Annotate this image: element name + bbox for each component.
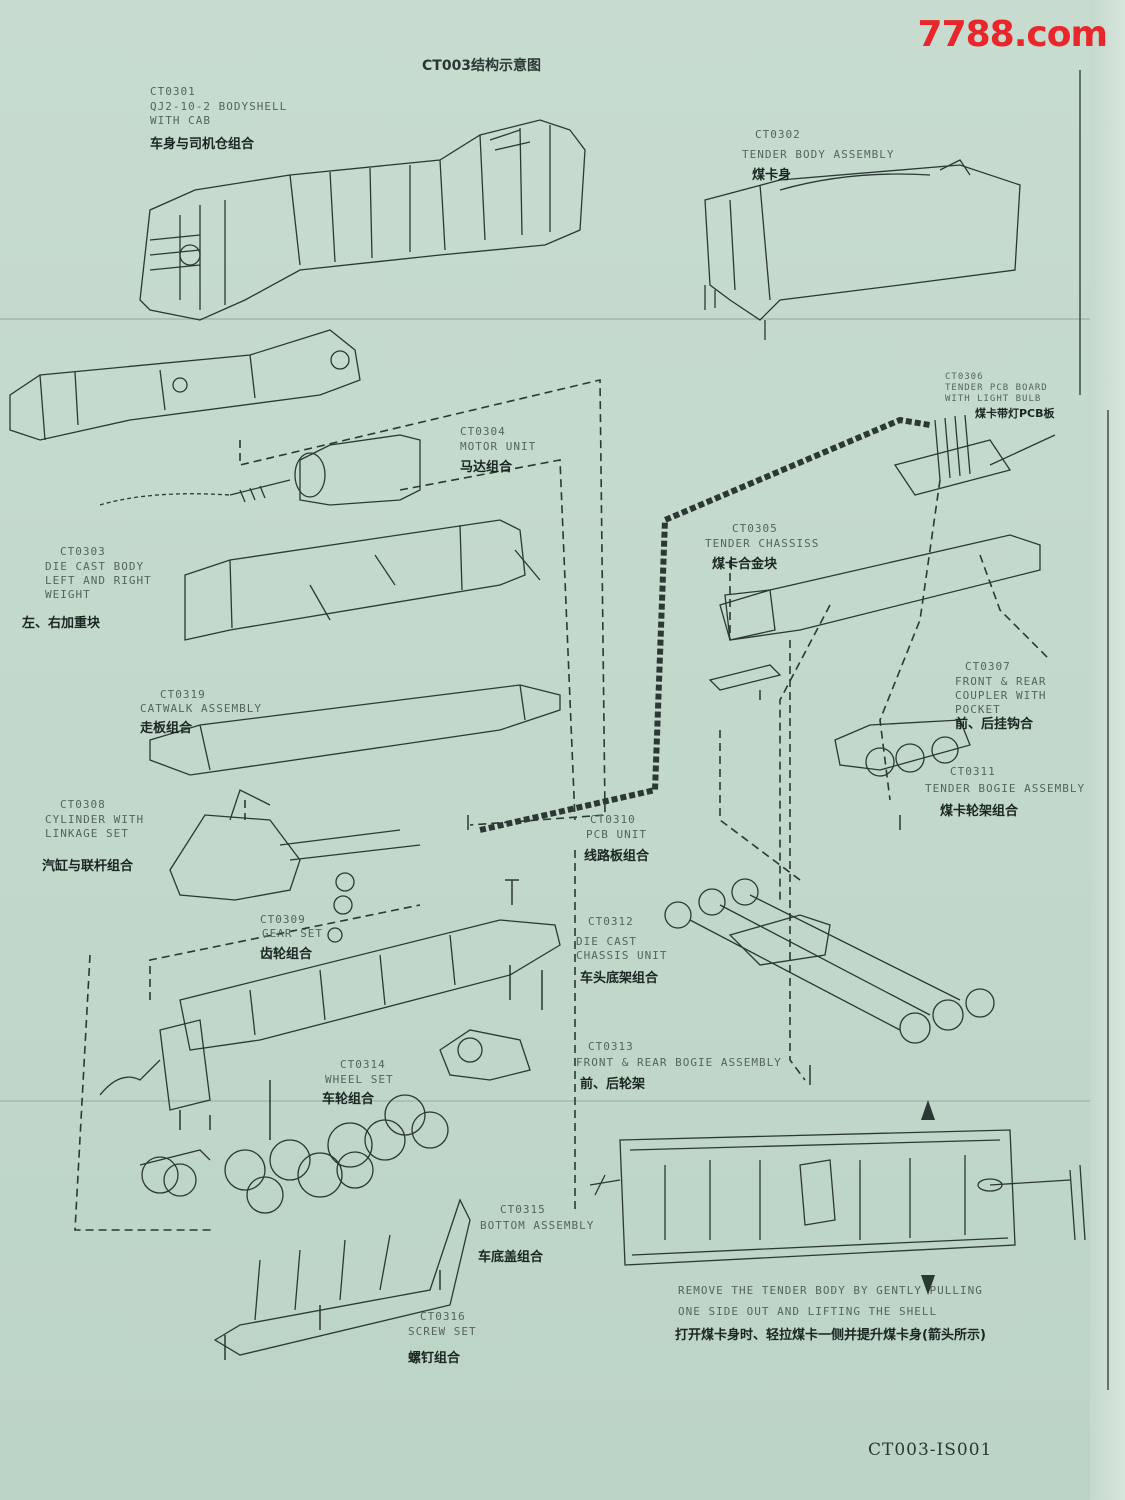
- cylinder-linkage-drawing: [169, 789, 421, 943]
- chassis-unit-drawing: [99, 919, 561, 1111]
- part-en-ct0310: PCB UNIT: [586, 828, 647, 841]
- part-en-ct0315: BOTTOM ASSEMBLY: [480, 1219, 595, 1232]
- part-en-ct0304: MOTOR UNIT: [460, 440, 537, 453]
- part-cn-ct0301: 车身与司机仓组合: [150, 137, 255, 152]
- part-en-ct0302: TENDER BODY ASSEMBLY: [742, 148, 895, 161]
- part-code-ct0315: CT0315: [500, 1203, 546, 1216]
- part-en-ct0306: TENDER PCB BOARD WITH LIGHT BULB: [945, 383, 1048, 404]
- part-cn-ct0306: 煤卡带灯PCB板: [975, 407, 1055, 420]
- part-code-ct0306: CT0306: [945, 372, 984, 382]
- front-bogie-drawing: [139, 1149, 211, 1197]
- bottom-assembly-drawing: [213, 1198, 471, 1356]
- part-code-ct0302: CT0302: [755, 128, 801, 141]
- part-code-ct0311: CT0311: [950, 765, 996, 778]
- part-en-ct0312: DIE CAST CHASSIS UNIT: [576, 935, 668, 962]
- part-en-ct0313: FRONT & REAR BOGIE ASSEMBLY: [576, 1056, 782, 1069]
- part-cn-ct0303: 左、右加重块: [22, 616, 101, 631]
- part-code-ct0303: CT0303: [60, 545, 106, 558]
- die-cast-weight-drawing: [9, 329, 361, 441]
- part-en-ct0311: TENDER BOGIE ASSEMBLY: [925, 782, 1086, 795]
- part-cn-ct0315: 车底盖组合: [478, 1250, 544, 1265]
- part-en-ct0307: FRONT & REAR COUPLER WITH POCKET: [955, 675, 1047, 716]
- part-cn-ct0314: 车轮组合: [322, 1092, 375, 1107]
- tender-pcb-drawing: [893, 414, 1056, 496]
- part-code-ct0312: CT0312: [588, 915, 634, 928]
- paper-fold-line-lower: [0, 1100, 1125, 1102]
- die-cast-body-drawing: [184, 519, 541, 641]
- guide-line: [239, 378, 606, 826]
- catwalk-drawing: [149, 684, 561, 776]
- part-cn-ct0309: 齿轮组合: [260, 947, 313, 962]
- wheel-set-drawing: [224, 1094, 449, 1214]
- part-code-ct0301: CT0301: [150, 85, 196, 98]
- rear-bogie-drawing: [439, 1029, 531, 1081]
- part-code-ct0314: CT0314: [340, 1058, 386, 1071]
- part-cn-ct0310: 线路板组合: [584, 849, 650, 864]
- tender-chassis-drawing: [708, 534, 1041, 691]
- part-code-ct0308: CT0308: [60, 798, 106, 811]
- part-cn-ct0307: 前、后挂钩合: [955, 717, 1034, 732]
- part-code-ct0304: CT0304: [460, 425, 506, 438]
- part-code-ct0305: CT0305: [732, 522, 778, 535]
- guide-line: [399, 459, 576, 821]
- document-code: CT003-IS001: [868, 1440, 993, 1460]
- part-en-ct0305: TENDER CHASSISS: [705, 537, 820, 550]
- part-cn-ct0319: 走板组合: [140, 721, 193, 736]
- tender-body-drawing: [704, 159, 1021, 340]
- note-en-line2: ONE SIDE OUT AND LIFTING THE SHELL: [678, 1305, 938, 1318]
- part-code-ct0307: CT0307: [965, 660, 1011, 673]
- guide-line: [789, 640, 806, 1081]
- part-code-ct0319: CT0319: [160, 688, 206, 701]
- tender-wheels-drawing: [664, 878, 995, 1044]
- guide-line: [879, 479, 941, 801]
- part-cn-ct0302: 煤卡身: [752, 168, 792, 183]
- guide-line: [979, 554, 1051, 661]
- guide-line: [74, 954, 215, 1231]
- lift-arrows: [921, 1100, 935, 1295]
- part-en-ct0316: SCREW SET: [408, 1325, 477, 1338]
- part-cn-ct0316: 螺钉组合: [408, 1351, 461, 1366]
- note-en-line1: REMOVE THE TENDER BODY BY GENTLY PULLING: [678, 1284, 983, 1297]
- paper-fold-line: [0, 318, 1125, 320]
- part-cn-ct0313: 前、后轮架: [580, 1077, 646, 1092]
- part-cn-ct0305: 煤卡合金块: [712, 557, 778, 572]
- part-code-ct0316: CT0316: [420, 1310, 466, 1323]
- guide-line: [779, 604, 831, 900]
- tender-bottom-view-drawing: [589, 1129, 1086, 1266]
- part-cn-ct0308: 汽缸与联杆组合: [42, 859, 134, 874]
- guide-line: [149, 904, 421, 1000]
- watermark-logo: 7788.com: [917, 14, 1108, 55]
- tender-bogie-drawing: [834, 719, 971, 777]
- part-en-ct0319: CATWALK ASSEMBLY: [140, 702, 262, 715]
- part-code-ct0310: CT0310: [590, 813, 636, 826]
- part-cn-ct0312: 车头底架组合: [580, 971, 659, 986]
- guide-line: [719, 730, 801, 881]
- bodyshell-drawing: [139, 119, 586, 321]
- cable-harness: [479, 416, 931, 833]
- part-cn-ct0304: 马达组合: [460, 460, 513, 475]
- motor-drawing: [99, 434, 421, 506]
- part-en-ct0309: GEAR SET: [262, 927, 323, 940]
- part-en-ct0314: WHEEL SET: [325, 1073, 394, 1086]
- part-en-ct0303: DIE CAST BODY LEFT AND RIGHT WEIGHT: [45, 560, 152, 601]
- page-title: CT003结构示意图: [422, 58, 542, 74]
- part-en-ct0308: CYLINDER WITH LINKAGE SET: [45, 813, 145, 840]
- part-cn-ct0311: 煤卡轮架组合: [940, 804, 1019, 819]
- part-code-ct0313: CT0313: [588, 1040, 634, 1053]
- part-en-ct0301: QJ2-10-2 BODYSHELL WITH CAB: [150, 100, 288, 127]
- screws: [179, 690, 901, 1360]
- part-code-ct0309: CT0309: [260, 913, 306, 926]
- note-cn: 打开煤卡身时、轻拉煤卡一侧并提升煤卡身(箭头所示): [675, 1328, 986, 1343]
